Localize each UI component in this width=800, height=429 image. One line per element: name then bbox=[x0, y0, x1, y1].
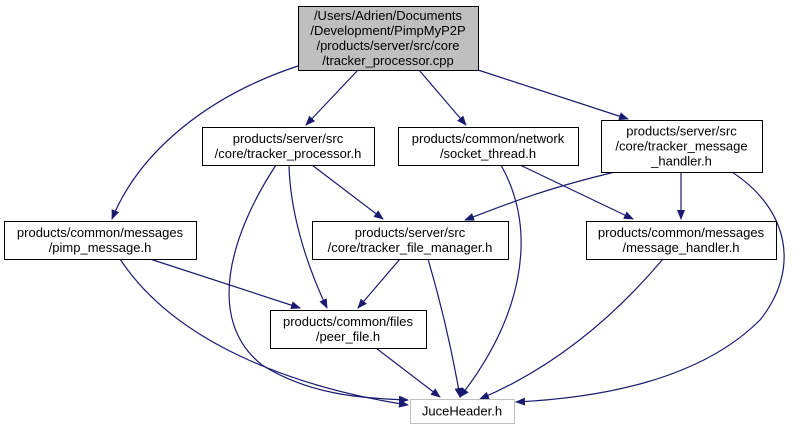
node-label-line: /message_handler.h bbox=[622, 240, 739, 255]
node-box bbox=[410, 399, 515, 424]
node-label-line: /core/tracker_file_manager.h bbox=[328, 240, 493, 255]
edge-root-tmh bbox=[477, 69, 629, 121]
node-label-line: products/common/messages bbox=[17, 225, 184, 240]
node-box bbox=[202, 127, 375, 166]
node-box bbox=[270, 310, 427, 349]
node-tfm[interactable]: products/server/src/core/tracker_file_ma… bbox=[312, 221, 509, 260]
node-label-line: JuceHeader.h bbox=[422, 404, 502, 419]
node-label-line: /Development/PimpMyP2P bbox=[310, 23, 465, 38]
node-mh[interactable]: products/common/messages/message_handler… bbox=[586, 221, 777, 260]
node-label-line: /Users/Adrien/Documents bbox=[314, 8, 463, 23]
node-label-line: products/common/network bbox=[412, 131, 565, 146]
node-label-line: products/server/src bbox=[233, 131, 344, 146]
node-sth[interactable]: products/common/network/socket_thread.h bbox=[398, 127, 579, 166]
edge-root-tph bbox=[305, 69, 359, 126]
edges bbox=[111, 65, 785, 408]
edge-mh-juce bbox=[479, 258, 664, 400]
node-box bbox=[398, 127, 579, 166]
nodes: /Users/Adrien/Documents/Development/Pimp… bbox=[4, 6, 777, 424]
edge-root-pmh bbox=[111, 65, 299, 220]
edge-root-sth bbox=[418, 69, 467, 126]
node-pmh[interactable]: products/common/messages/pimp_message.h bbox=[4, 221, 197, 260]
node-label-line: /socket_thread.h bbox=[440, 146, 536, 161]
node-box bbox=[601, 120, 763, 173]
node-box bbox=[4, 221, 197, 260]
node-label-line: /products/server/src/core bbox=[316, 38, 459, 53]
edge-pmh-pf bbox=[149, 258, 301, 310]
edge-tph-juce bbox=[228, 164, 409, 404]
edge-tmh-juce bbox=[515, 171, 785, 406]
node-label-line: products/server/src bbox=[626, 124, 737, 139]
edge-tfm-pf bbox=[357, 258, 401, 309]
node-tmh[interactable]: products/server/src/core/tracker_message… bbox=[601, 120, 763, 173]
edge-sth-juce bbox=[459, 164, 522, 398]
node-box bbox=[312, 221, 509, 260]
edge-pf-juce bbox=[375, 347, 441, 398]
edge-tph-tfm bbox=[311, 164, 384, 220]
edge-tmh-tfm bbox=[464, 171, 616, 221]
node-label-line: /tracker_processor.cpp bbox=[322, 53, 454, 68]
node-label-line: /core/tracker_message bbox=[615, 139, 747, 154]
node-box bbox=[298, 6, 479, 71]
node-tph[interactable]: products/server/src/core/tracker_process… bbox=[202, 127, 375, 166]
node-box bbox=[586, 221, 777, 260]
node-root[interactable]: /Users/Adrien/Documents/Development/Pimp… bbox=[298, 6, 479, 71]
edge-tph-pf bbox=[288, 164, 328, 309]
node-pf[interactable]: products/common/files/peer_file.h bbox=[270, 310, 427, 349]
node-label-line: products/common/messages bbox=[598, 225, 765, 240]
node-label-line: _handler.h bbox=[650, 154, 712, 169]
edge-tfm-juce bbox=[427, 258, 463, 398]
node-juce[interactable]: JuceHeader.h bbox=[410, 399, 515, 424]
edge-pmh-juce bbox=[119, 258, 409, 408]
edge-sth-mh bbox=[519, 164, 634, 220]
node-label-line: products/server/src bbox=[355, 225, 466, 240]
node-label-line: /pimp_message.h bbox=[49, 240, 152, 255]
node-label-line: /peer_file.h bbox=[316, 329, 380, 344]
node-label-line: /core/tracker_processor.h bbox=[215, 146, 362, 161]
node-label-line: products/common/files bbox=[283, 314, 414, 329]
